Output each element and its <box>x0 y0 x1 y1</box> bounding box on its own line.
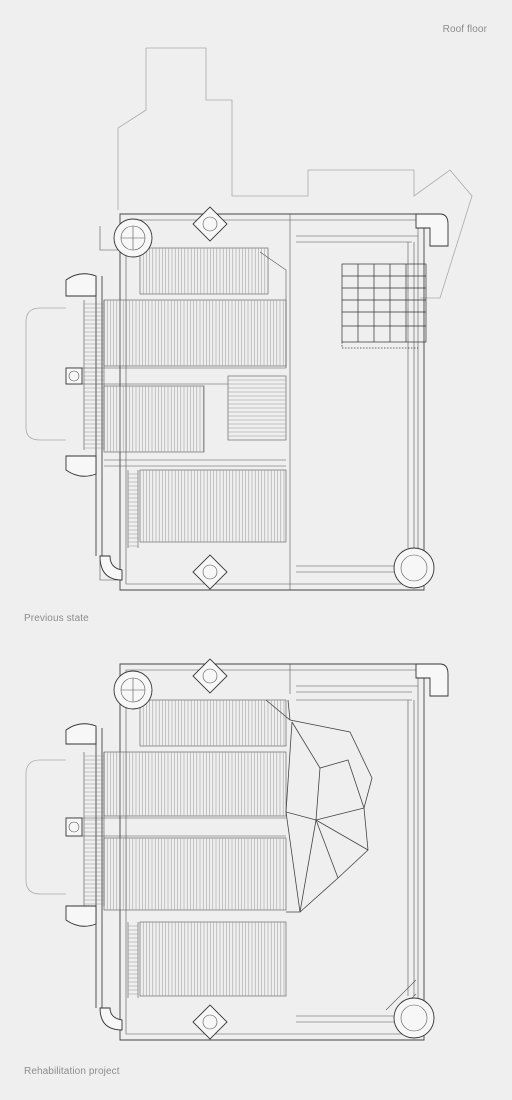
roof-floor-title: Roof floor <box>442 24 487 35</box>
tower-northeast-rehab <box>415 663 449 697</box>
outer-walls <box>66 213 425 591</box>
tower-northwest <box>113 218 153 258</box>
tower-south-center <box>192 554 228 590</box>
previous-state-caption: Previous state <box>24 613 89 624</box>
context-outline <box>146 47 473 299</box>
skylight-grid <box>341 263 427 349</box>
west-apse-outline <box>25 307 66 441</box>
rehabilitation-project-caption: Rehabilitation project <box>24 1066 120 1077</box>
previous-state-floor-plan <box>25 47 473 591</box>
vault-hatching-rehab <box>103 699 287 997</box>
central-corridor-rehab <box>66 817 286 837</box>
vault-hatch-lines <box>106 248 286 542</box>
west-apse-outline-rehab <box>25 759 66 895</box>
tower-northwest-rehab <box>113 670 153 710</box>
outer-walls-rehab <box>66 663 425 1041</box>
west-stair-rehab <box>83 752 139 998</box>
tower-north-center <box>192 206 228 242</box>
tower-buttress-rehab <box>65 723 123 1031</box>
tower-west <box>65 367 83 385</box>
tower-north-center-rehab <box>192 658 228 694</box>
tower-northeast <box>415 213 449 247</box>
tower-northwest-buttress <box>65 273 97 477</box>
central-corridor <box>66 367 286 467</box>
tower-west-rehab <box>65 817 83 837</box>
tower-southeast <box>393 547 435 589</box>
tower-southwest <box>99 555 123 581</box>
faceted-roof <box>265 699 373 913</box>
tower-south-center-rehab <box>192 1004 228 1040</box>
west-stair <box>83 300 139 548</box>
tower-southeast-rehab <box>393 997 435 1039</box>
diagonal-brace <box>385 979 417 1017</box>
